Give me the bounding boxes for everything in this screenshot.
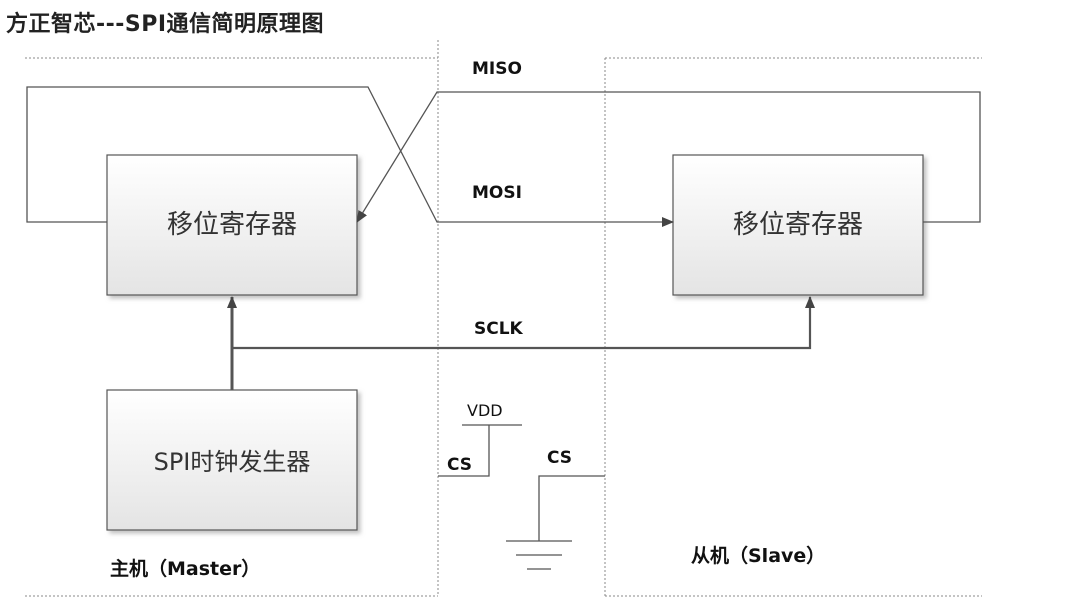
sclk-slave-line: [232, 296, 815, 350]
miso-label: MISO: [472, 59, 522, 79]
slave-shift-register-label: 移位寄存器: [733, 210, 863, 240]
master-cs-label: CS: [447, 455, 472, 475]
master-shift-register-box: [106, 154, 358, 296]
mosi-line: [26, 86, 674, 227]
slave-cs-line: [538, 475, 605, 541]
slave-cs-label: CS: [547, 448, 572, 468]
ground-icon: [506, 540, 572, 570]
slave-section-label: 从机（Slave）: [691, 544, 825, 567]
master-cs-line: [438, 425, 490, 477]
section-boundaries: [25, 40, 982, 597]
vdd-label: VDD: [467, 401, 503, 420]
miso-line: [356, 91, 981, 223]
master-shift-register-label: 移位寄存器: [167, 210, 297, 240]
mosi-label: MOSI: [472, 183, 522, 203]
slave-shift-register-box: [672, 154, 924, 296]
diagram-title: 方正智芯---SPI通信简明原理图: [6, 12, 325, 37]
clock-generator-box: [106, 389, 358, 531]
clock-generator-label: SPI时钟发生器: [154, 448, 311, 476]
sclk-label: SCLK: [474, 319, 524, 339]
master-section-label: 主机（Master）: [110, 557, 260, 580]
